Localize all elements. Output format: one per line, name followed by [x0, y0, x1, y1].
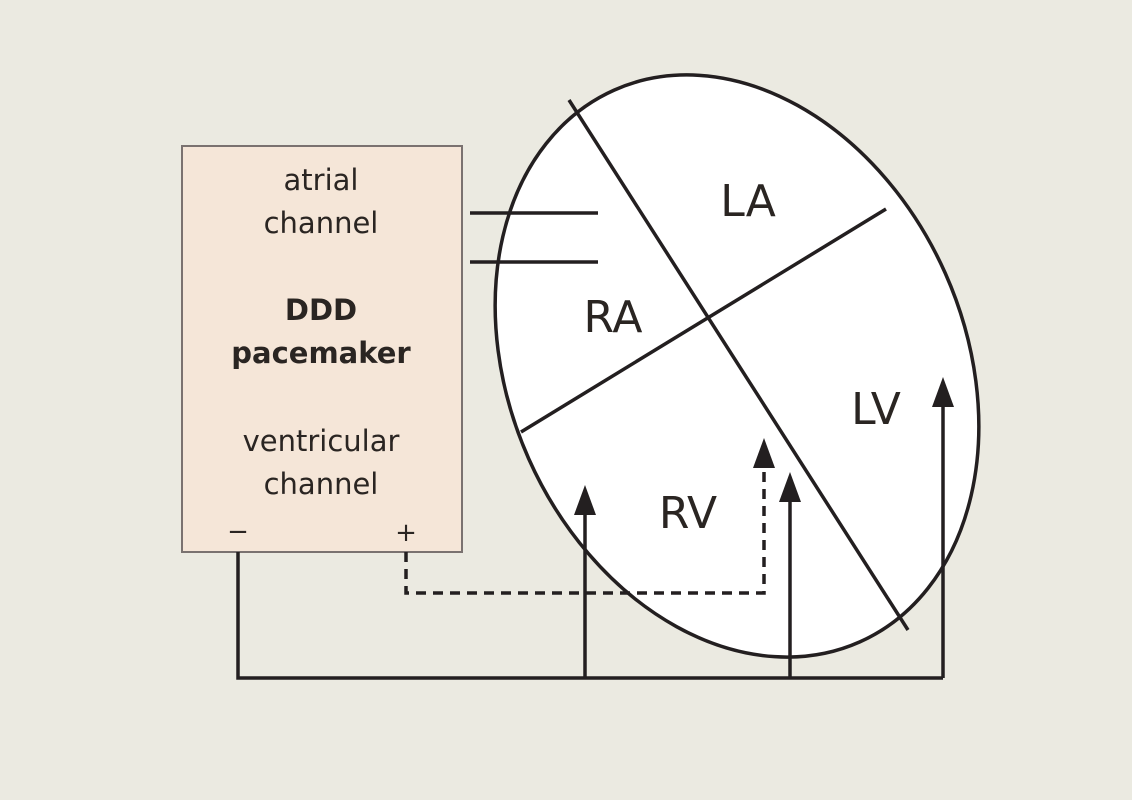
ventricular-channel-label-line2: channel [264, 467, 379, 501]
dashed-lead-arrowhead [753, 438, 775, 468]
ventricular-negative-wire [236, 552, 943, 680]
plus-terminal-label: + [395, 518, 417, 548]
right-atrium-label: RA [584, 292, 643, 343]
right-ventricle-label: RV [659, 488, 717, 539]
septum-line-main [567, 99, 910, 631]
heart-outline [493, 73, 981, 659]
rv-lead-arrowhead [574, 485, 596, 515]
ventricular-channel-label-line1: ventricular [243, 424, 400, 458]
atrial-channel-label-line2: channel [264, 206, 379, 240]
pacemaker-name-line2: pacemaker [231, 336, 411, 370]
minus-terminal-label: − [227, 517, 249, 547]
pacemaker-name-line1: DDD [285, 293, 357, 327]
av-plane-line [520, 207, 887, 434]
atrial-channel-label-line1: atrial [284, 163, 359, 197]
septal-lead-arrowhead [779, 472, 801, 502]
ventricular-positive-dashed-wire [404, 468, 766, 595]
pacemaker-box [181, 145, 463, 553]
left-ventricle-label: LV [851, 384, 901, 435]
left-atrium-label: LA [720, 176, 776, 227]
lv-lead-arrowhead [932, 377, 954, 407]
